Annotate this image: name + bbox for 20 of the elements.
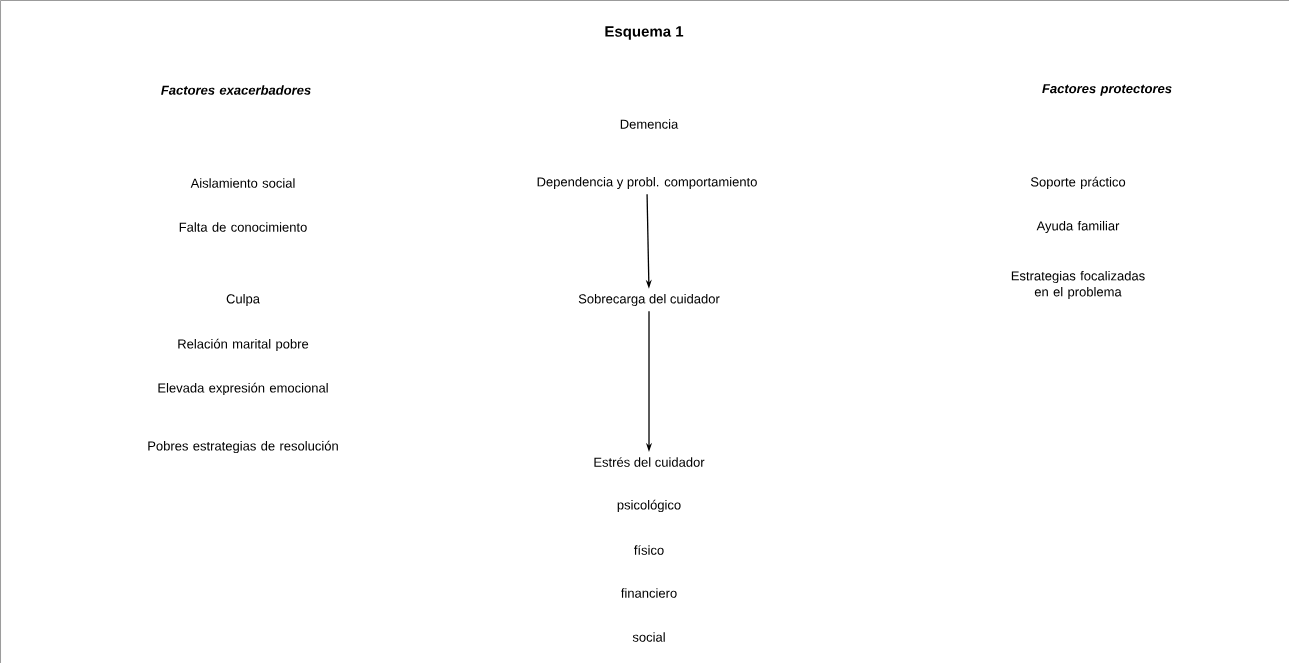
- label-text: social: [632, 632, 665, 642]
- label-text: Aislamiento social: [190, 178, 295, 188]
- column-heading: Factores exacerbadores: [161, 85, 311, 95]
- title: Esquema 1: [605, 26, 684, 40]
- label-text: Soporte práctico: [1030, 176, 1126, 190]
- label-text: Elevada expresión emocional: [158, 382, 328, 396]
- label-text: físico: [634, 545, 664, 555]
- label-text: Demencia: [620, 119, 679, 129]
- node-text: Dependencia y probl. comportamiento: [537, 176, 757, 190]
- label-text: Relación marital pobre: [178, 338, 309, 352]
- label-text: psicológico: [617, 499, 681, 513]
- label-text: Estrategias focalizadas en el problema: [1011, 270, 1145, 300]
- label-text: financiero: [621, 588, 677, 598]
- node-text: Estrés del cuidador: [594, 457, 705, 467]
- label-text: Culpa: [226, 293, 260, 307]
- node-text: Sobrecarga del cuidador: [578, 293, 720, 307]
- column-heading: Factores protectores: [1042, 84, 1172, 96]
- label-text: Ayuda familiar: [1036, 220, 1120, 234]
- label-text: Pobres estrategias de resolución: [148, 440, 338, 454]
- label-text: Falta de conocimiento: [179, 222, 307, 232]
